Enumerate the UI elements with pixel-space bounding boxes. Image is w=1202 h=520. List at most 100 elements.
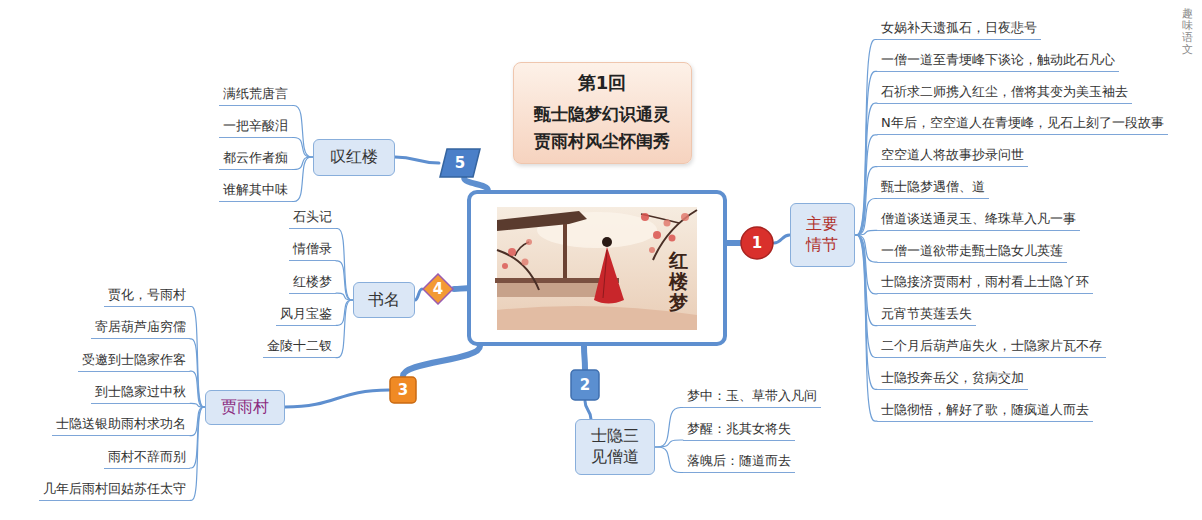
branch-connector bbox=[855, 71, 878, 235]
branch-connector bbox=[292, 157, 313, 170]
leaf-label: 雨村不辞而别 bbox=[108, 449, 186, 465]
leaf-topic: 僧道谈送通灵玉、绛珠草入凡一事 bbox=[877, 211, 1080, 231]
branch-connector bbox=[395, 157, 439, 163]
leaf-topic: 情僧录 bbox=[289, 241, 336, 261]
leaf-label: 满纸荒唐言 bbox=[223, 86, 288, 102]
callout-shape bbox=[390, 377, 416, 403]
callout-number: 1 bbox=[740, 226, 774, 260]
leaf-topic: 甄士隐梦遇僧、道 bbox=[877, 179, 989, 199]
title-text: 第1回 bbox=[578, 71, 627, 95]
leaf-topic: 一僧一道欲带走甄士隐女儿英莲 bbox=[877, 243, 1067, 263]
center-illustration-box: 红楼梦 bbox=[467, 190, 727, 346]
leaf-topic: 到士隐家过中秋 bbox=[91, 384, 190, 404]
illustration-frame bbox=[469, 192, 725, 344]
leaf-label: 到士隐家过中秋 bbox=[95, 384, 186, 400]
leaf-topic: 空空道人将故事抄录问世 bbox=[877, 147, 1028, 167]
callout-shape bbox=[571, 370, 599, 400]
branch-connector bbox=[190, 339, 205, 407]
leaf-topic: 寄居葫芦庙穷儒 bbox=[91, 319, 190, 339]
branch-connector bbox=[190, 403, 205, 407]
leaf-topic: 二个月后葫芦庙失火，士隐家片瓦不存 bbox=[877, 338, 1106, 358]
leaf-label: 几年后雨村回姑苏任太守 bbox=[43, 481, 186, 497]
number-text: 2 bbox=[580, 376, 590, 394]
branch-topic-box: 主要 情节 bbox=[790, 203, 855, 267]
branch-connector bbox=[655, 440, 683, 447]
branch-connector bbox=[855, 135, 878, 235]
number-text: 5 bbox=[455, 154, 465, 172]
leaf-topic: 雨村不辞而别 bbox=[104, 449, 190, 469]
branch-label: 士隐三 见僧道 bbox=[587, 426, 643, 468]
leaf-label: 空空道人将故事抄录问世 bbox=[881, 147, 1024, 163]
leaf-topic: 红楼梦 bbox=[289, 274, 336, 294]
leaf-topic: 元宵节英莲丢失 bbox=[877, 306, 976, 326]
leaf-topic: 梦中：玉、草带入凡间 bbox=[683, 388, 821, 408]
leaf-topic: 石头记 bbox=[289, 209, 336, 229]
leaf-label: 士隐彻悟，解好了歌，随疯道人而去 bbox=[881, 402, 1089, 418]
leaf-label: 僧道谈送通灵玉、绛珠草入凡一事 bbox=[881, 211, 1076, 227]
branch-connector bbox=[190, 371, 205, 407]
chapter-title-box: 第1回甄士隐梦幻识通灵 贾雨村风尘怀闺秀 bbox=[513, 62, 692, 164]
branch-connector bbox=[727, 240, 740, 246]
leaf-label: 甄士隐梦遇僧、道 bbox=[881, 179, 985, 195]
branch-label: 叹红楼 bbox=[330, 147, 378, 168]
callout-number: 5 bbox=[439, 148, 481, 178]
leaf-topic: 一把辛酸泪 bbox=[219, 118, 292, 138]
branch-connector bbox=[336, 261, 353, 300]
number-text: 3 bbox=[398, 381, 408, 399]
branch-topic-box: 叹红楼 bbox=[313, 139, 395, 176]
leaf-topic: 士隐接济贾雨村，雨村看上士隐丫环 bbox=[877, 274, 1093, 294]
callout-shape bbox=[423, 274, 453, 304]
watermark: 趣味语文 bbox=[1182, 8, 1193, 56]
leaf-label: 石头记 bbox=[293, 209, 332, 225]
branch-topic-box: 贾雨村 bbox=[205, 390, 285, 425]
branch-connector bbox=[190, 407, 205, 500]
branch-label: 主要 情节 bbox=[802, 214, 842, 256]
branch-topic-box: 士隐三 见僧道 bbox=[575, 419, 655, 475]
leaf-label: 都云作者痴 bbox=[223, 150, 288, 166]
leaf-label: 谁解其中味 bbox=[223, 182, 288, 198]
branch-connector bbox=[585, 401, 591, 419]
branch-connector bbox=[292, 138, 313, 158]
branch-connector bbox=[403, 346, 480, 376]
painting bbox=[495, 207, 697, 330]
branch-connector bbox=[855, 167, 878, 235]
leaf-topic: 士隐送银助雨村求功名 bbox=[52, 416, 190, 436]
leaf-label: 金陵十二钗 bbox=[267, 338, 332, 354]
leaf-topic: 都云作者痴 bbox=[219, 150, 292, 170]
branch-connector bbox=[285, 390, 389, 407]
branch-connector bbox=[855, 103, 878, 235]
branch-label: 书名 bbox=[368, 290, 400, 311]
branch-connector bbox=[336, 229, 353, 301]
number-text: 4 bbox=[433, 280, 443, 298]
leaf-topic: 风月宝鉴 bbox=[276, 306, 336, 326]
callout-number: 3 bbox=[389, 376, 417, 404]
branch-connector bbox=[454, 285, 467, 292]
leaf-label: 一把辛酸泪 bbox=[223, 118, 288, 134]
callout-number: 2 bbox=[570, 369, 600, 401]
leaf-topic: 梦醒：兆其女将失 bbox=[683, 421, 795, 441]
leaf-topic: 一僧一道至青埂峰下谈论，触动此石凡心 bbox=[877, 52, 1119, 72]
leaf-label: 士隐送银助雨村求功名 bbox=[56, 416, 186, 432]
leaf-topic: 受邀到士隐家作客 bbox=[78, 352, 190, 372]
branch-label: 贾雨村 bbox=[221, 397, 269, 418]
leaf-label: 石祈求二师携入红尘，僧将其变为美玉袖去 bbox=[881, 84, 1128, 100]
leaf-label: 元宵节英莲丢失 bbox=[881, 306, 972, 322]
leaf-label: 贾化，号雨村 bbox=[108, 287, 186, 303]
leaf-label: 情僧录 bbox=[293, 241, 332, 257]
branch-connector bbox=[336, 300, 353, 358]
leaf-topic: 贾化，号雨村 bbox=[104, 287, 190, 307]
leaf-label: 梦醒：兆其女将失 bbox=[687, 421, 791, 437]
branch-topic-box: 书名 bbox=[353, 282, 415, 318]
branch-connector bbox=[415, 289, 422, 300]
leaf-label: 士隐投奔岳父，贫病交加 bbox=[881, 370, 1024, 386]
leaf-topic: 谁解其中味 bbox=[219, 182, 292, 202]
leaf-topic: 几年后雨村回姑苏任太守 bbox=[39, 481, 190, 501]
title-text: 甄士隐梦幻识通灵 贾雨村风尘怀闺秀 bbox=[530, 101, 675, 155]
leaf-topic: 落魄后：随道而去 bbox=[683, 453, 795, 473]
branch-connector bbox=[190, 307, 205, 408]
leaf-label: 落魄后：随道而去 bbox=[687, 453, 791, 469]
branch-connector bbox=[292, 157, 313, 202]
branch-connector bbox=[855, 235, 878, 421]
leaf-label: 士隐接济贾雨村，雨村看上士隐丫环 bbox=[881, 274, 1089, 290]
callout-shape bbox=[741, 227, 773, 259]
